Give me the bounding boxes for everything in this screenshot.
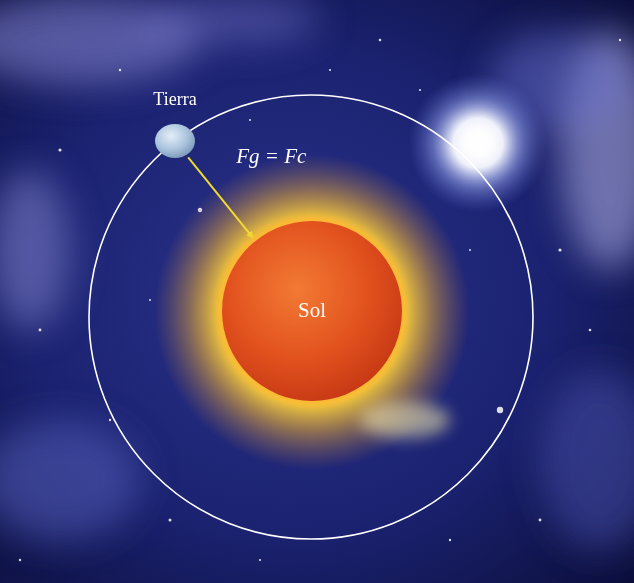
earth-shape <box>154 123 196 159</box>
star <box>379 39 382 42</box>
planet-label: Tierra <box>148 89 201 111</box>
star <box>109 419 111 421</box>
star <box>539 519 542 522</box>
orbit <box>89 95 533 539</box>
nebula-cloud <box>0 420 140 540</box>
star <box>469 249 471 251</box>
star <box>39 329 42 332</box>
star <box>58 148 61 151</box>
nebula-cloud <box>0 170 70 330</box>
force-arrow <box>188 157 253 237</box>
star <box>329 69 331 71</box>
planet-node: Tierra <box>148 89 201 160</box>
sun-label: Sol <box>298 298 326 323</box>
star <box>619 39 621 41</box>
star <box>119 69 121 71</box>
star <box>497 407 503 413</box>
stars <box>19 39 621 562</box>
nebula <box>0 0 634 550</box>
star <box>169 519 172 522</box>
nebula-cloud <box>540 370 634 550</box>
sun-circle: Sol <box>222 221 402 401</box>
force-label: Fg = Fc <box>236 144 306 169</box>
star <box>589 329 592 332</box>
star <box>449 539 451 541</box>
star <box>249 119 251 121</box>
nebula-cloud <box>140 0 320 45</box>
star <box>149 299 151 301</box>
bright-star <box>408 73 548 213</box>
sun-glow <box>154 154 470 470</box>
bright-star-core <box>456 121 500 165</box>
star <box>19 559 21 561</box>
earth-ellipse <box>155 124 195 158</box>
star <box>558 248 561 251</box>
star <box>419 89 421 91</box>
sun-flare <box>360 402 450 438</box>
star <box>259 559 261 561</box>
